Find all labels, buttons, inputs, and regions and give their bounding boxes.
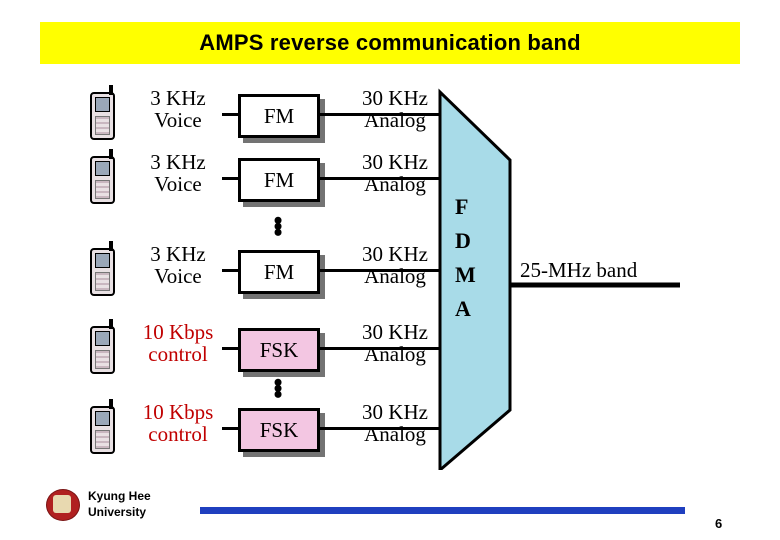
fdma-combiner-shape <box>438 88 680 470</box>
row-bandwidth-label: 30 KHz Analog <box>362 400 428 447</box>
diagram-row: 3 KHz Voice FM 30 KHz Analog <box>0 241 780 304</box>
diagram-row: 10 Kbps control FSK 30 KHz Analog <box>0 399 780 462</box>
row-bandwidth-label: 30 KHz Analog <box>362 86 428 133</box>
university-crest-icon <box>46 487 80 521</box>
mobile-phone-icon <box>90 241 115 296</box>
mobile-phone-icon <box>90 319 115 374</box>
row-bandwidth-label: 30 KHz Analog <box>362 242 428 289</box>
diagram-row: 3 KHz Voice FM 30 KHz Analog <box>0 149 780 212</box>
vertical-dots-icon: ••• <box>273 206 285 247</box>
vertical-dots-icon: ••• <box>273 368 285 409</box>
slide-title-bar: AMPS reverse communication band <box>40 22 740 64</box>
row-rate-label: 3 KHz Voice <box>150 150 206 197</box>
diagram-row: 3 KHz Voice FM 30 KHz Analog <box>0 85 780 148</box>
amps-reverse-band-diagram: F D M A 25-MHz band 3 KHz Voice FM 30 KH… <box>0 70 780 470</box>
row-rate-label: 3 KHz Voice <box>150 86 206 133</box>
modulation-block: FSK <box>238 328 320 372</box>
modulation-block: FM <box>238 94 320 138</box>
page-number: 6 <box>715 516 723 531</box>
fdma-letter-d: D <box>455 228 471 254</box>
footer-divider <box>200 507 685 514</box>
modulation-block: FM <box>238 250 320 294</box>
fdma-letter-a: A <box>455 296 471 322</box>
fdma-letter-f: F <box>455 194 469 219</box>
mobile-phone-icon <box>90 399 115 454</box>
row-bandwidth-label: 30 KHz Analog <box>362 320 428 367</box>
fdma-label: F D M A <box>455 190 515 326</box>
mobile-phone-icon <box>90 85 115 140</box>
mobile-phone-icon <box>90 149 115 204</box>
row-rate-label: 10 Kbps control <box>142 400 214 447</box>
output-band-label: 25-MHz band <box>520 258 638 282</box>
footer-institution: Kyung Hee University <box>88 489 151 520</box>
modulation-block: FM <box>238 158 320 202</box>
fdma-letter-m: M <box>455 262 476 288</box>
row-rate-label: 3 KHz Voice <box>150 242 206 289</box>
row-rate-label: 10 Kbps control <box>142 320 214 367</box>
modulation-block: FSK <box>238 408 320 452</box>
diagram-row: 10 Kbps control FSK 30 KHz Analog <box>0 319 780 382</box>
row-bandwidth-label: 30 KHz Analog <box>362 150 428 197</box>
page-title: AMPS reverse communication band <box>199 30 581 55</box>
